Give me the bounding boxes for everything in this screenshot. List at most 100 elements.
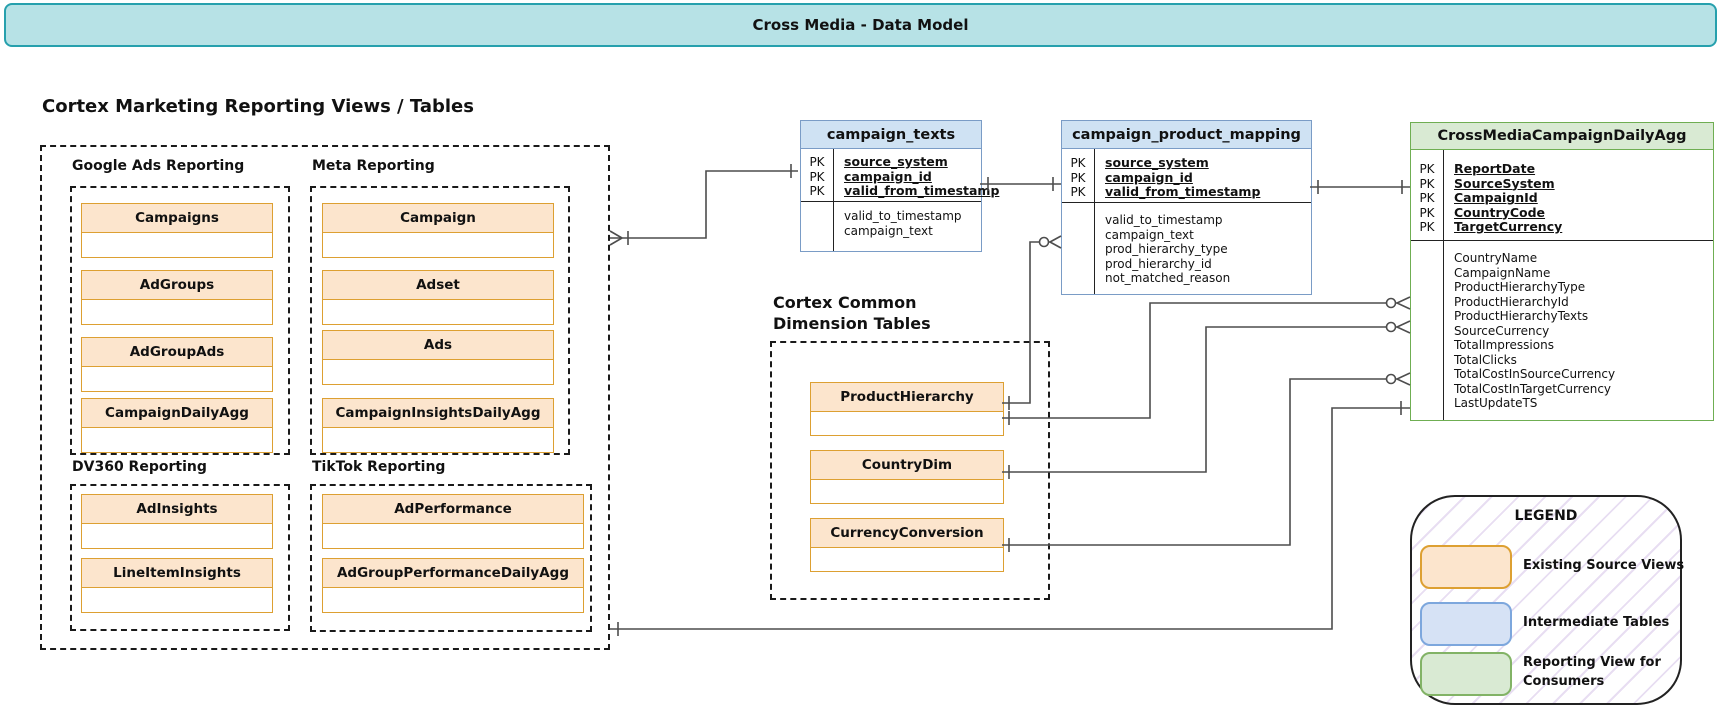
field: SourceSystem	[1454, 175, 1555, 191]
table-campaign-product-mapping-title: campaign_product_mapping	[1062, 121, 1311, 149]
connector-currencyconversion-to-crossmedia	[1002, 372, 1411, 552]
entity-countrydim-title: CountryDim	[811, 451, 1003, 480]
field: valid_from_timestamp	[844, 183, 1000, 198]
dimensions-title-line2: Dimension Tables	[773, 314, 931, 333]
attribute-fields: valid_to_timestamp campaign_text	[834, 202, 981, 251]
entity-adperformance-title: AdPerformance	[323, 495, 583, 524]
table-crossmedia-title: CrossMediaCampaignDailyAgg	[1411, 123, 1713, 150]
legend-swatch-intermediate	[1420, 602, 1512, 646]
entity-producthierarchy: ProductHierarchy	[810, 382, 1004, 436]
entity-campaigndailyagg-title: CampaignDailyAgg	[82, 399, 272, 428]
field: TotalCostInSourceCurrency	[1454, 367, 1616, 381]
group-box-tiktok	[310, 484, 592, 632]
field: campaign_id	[1105, 169, 1193, 185]
entity-currencyconversion-title: CurrencyConversion	[811, 519, 1003, 548]
entity-adgroups: AdGroups	[81, 270, 273, 325]
entity-lineiteminsights: LineItemInsights	[81, 558, 273, 613]
attribute-fields: valid_to_timestamp campaign_text prod_hi…	[1095, 203, 1311, 294]
entity-adset: Adset	[322, 270, 554, 325]
entity-lineiteminsights-title: LineItemInsights	[82, 559, 272, 588]
connector-sources-to-campaign-texts	[609, 164, 798, 246]
field: campaign_text	[1105, 227, 1194, 242]
field: CountryCode	[1454, 204, 1546, 220]
field: source_system	[844, 154, 948, 169]
entity-adgroups-title: AdGroups	[82, 271, 272, 300]
field: valid_to_timestamp	[1105, 213, 1223, 227]
entity-campaign: Campaign	[322, 203, 554, 258]
field: CampaignName	[1454, 265, 1551, 280]
entity-campaigninsightsdailyagg: CampaignInsightsDailyAgg	[322, 398, 554, 453]
legend-swatch-reporting	[1420, 652, 1512, 696]
entity-adinsights: AdInsights	[81, 494, 273, 549]
field: prod_hierarchy_type	[1105, 242, 1228, 256]
connector-countrydim-to-crossmedia	[1002, 320, 1411, 479]
field: not_matched_reason	[1105, 271, 1231, 285]
entity-producthierarchy-title: ProductHierarchy	[811, 383, 1003, 412]
entity-countrydim: CountryDim	[810, 450, 1004, 504]
entity-campaigns-title: Campaigns	[82, 204, 272, 233]
pk-column: PK PK PK	[1062, 149, 1095, 202]
table-campaign-texts-title: campaign_texts	[801, 121, 981, 149]
entity-campaign-title: Campaign	[323, 204, 553, 233]
group-label-meta: Meta Reporting	[312, 158, 435, 174]
field: campaign_id	[844, 168, 932, 184]
field: TotalCostInTargetCurrency	[1454, 381, 1612, 396]
group-label-google-ads: Google Ads Reporting	[72, 158, 245, 174]
entity-adinsights-title: AdInsights	[82, 495, 272, 524]
marketing-section-title: Cortex Marketing Reporting Views / Table…	[42, 96, 474, 117]
attribute-fields: CountryName CampaignName ProductHierarch…	[1444, 241, 1713, 420]
entity-adperformance: AdPerformance	[322, 494, 584, 549]
field: SourceCurrency	[1454, 323, 1550, 338]
dimensions-title-line1: Cortex Common	[773, 293, 917, 312]
entity-currencyconversion: CurrencyConversion	[810, 518, 1004, 572]
field: TargetCurrency	[1454, 219, 1563, 234]
marketing-section-box	[40, 145, 610, 650]
entity-adset-title: Adset	[323, 271, 553, 300]
legend-title: LEGEND	[1514, 508, 1578, 524]
field: campaign_text	[844, 223, 933, 238]
entity-campaigndailyagg: CampaignDailyAgg	[81, 398, 273, 453]
field: source_system	[1105, 155, 1209, 170]
field: LastUpdateTS	[1454, 396, 1538, 410]
group-box-google-ads	[70, 186, 290, 455]
field: CountryName	[1454, 251, 1538, 265]
entity-campaigns: Campaigns	[81, 203, 273, 258]
table-crossmedia-campaign-daily-agg: CrossMediaCampaignDailyAgg PK PK PK PK P…	[1410, 122, 1714, 421]
entity-adgroupperformancedailyagg-title: AdGroupPerformanceDailyAgg	[323, 559, 583, 588]
field: ProductHierarchyId	[1454, 294, 1569, 309]
pk-column: PK PK PK	[801, 149, 834, 201]
dimensions-section-title: Cortex Common Dimension Tables	[773, 292, 931, 334]
field: ReportDate	[1454, 161, 1536, 176]
diagram-title: Cross Media - Data Model	[752, 16, 969, 34]
legend-label-existing-source: Existing Source Views	[1523, 558, 1685, 573]
entity-adgroupperformancedailyagg: AdGroupPerformanceDailyAgg	[322, 558, 584, 613]
connector-mapping-to-crossmedia	[1310, 180, 1410, 194]
group-label-tiktok: TikTok Reporting	[312, 459, 446, 475]
legend-swatch-existing-source	[1420, 545, 1512, 589]
field: CampaignId	[1454, 190, 1538, 205]
entity-ads: Ads	[322, 330, 554, 385]
table-campaign-texts: campaign_texts PK PK PK source_system ca…	[800, 120, 999, 252]
field: ProductHierarchyType	[1454, 280, 1586, 294]
entity-adgroupads: AdGroupAds	[81, 337, 273, 392]
legend-label-intermediate: Intermediate Tables	[1523, 615, 1670, 630]
field: TotalClicks	[1454, 352, 1517, 367]
pk-fields: source_system campaign_id valid_from_tim…	[834, 149, 999, 201]
pk-column: PK PK PK PK PK	[1411, 150, 1444, 240]
legend-label-reporting: Reporting View for Consumers	[1523, 655, 1661, 689]
field: valid_to_timestamp	[844, 209, 962, 223]
table-campaign-product-mapping: campaign_product_mapping PK PK PK source…	[1061, 120, 1312, 295]
connector-producthierarchy-to-crossmedia	[1002, 296, 1411, 425]
pk-fields: source_system campaign_id valid_from_tim…	[1095, 149, 1311, 202]
entity-ads-title: Ads	[323, 331, 553, 360]
diagram-title-banner: Cross Media - Data Model	[4, 3, 1717, 47]
field: TotalImpressions	[1454, 338, 1554, 352]
field: prod_hierarchy_id	[1105, 256, 1212, 271]
group-box-meta	[310, 186, 570, 455]
entity-campaigninsightsdailyagg-title: CampaignInsightsDailyAgg	[323, 399, 553, 428]
field: ProductHierarchyTexts	[1454, 309, 1589, 323]
pk-fields: ReportDate SourceSystem CampaignId Count…	[1444, 150, 1713, 240]
group-label-dv360: DV360 Reporting	[72, 459, 207, 475]
field: valid_from_timestamp	[1105, 184, 1261, 199]
